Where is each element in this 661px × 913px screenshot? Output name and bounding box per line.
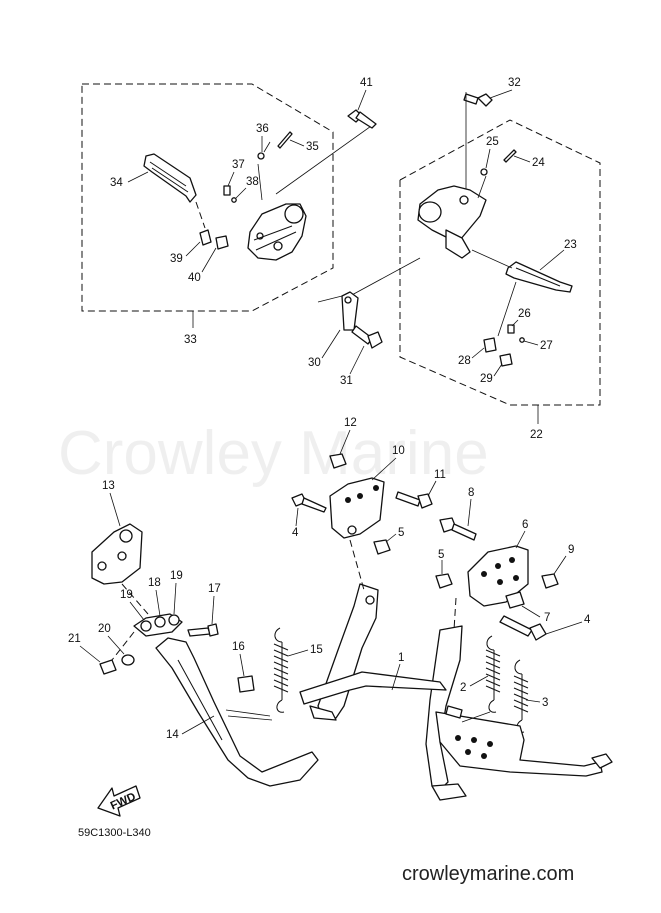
callout-13: 13 — [102, 480, 115, 492]
watermark: Crowley Marine — [58, 419, 489, 488]
callout-38: 38 — [246, 176, 259, 188]
callout-24: 24 — [532, 157, 545, 169]
callout-26: 26 — [518, 308, 531, 320]
side-stand-assembly — [91, 523, 319, 787]
callout-40: 40 — [188, 272, 201, 284]
callout-23: 23 — [564, 239, 577, 251]
callout-35: 35 — [306, 141, 319, 153]
callout-17: 17 — [208, 583, 221, 595]
callout-11: 11 — [434, 469, 446, 481]
callout-32: 32 — [508, 77, 521, 89]
site-url: crowleymarine.com — [402, 863, 574, 885]
callout-37: 37 — [232, 159, 245, 171]
callout-9: 9 — [568, 544, 574, 556]
group-box-33 — [81, 83, 334, 312]
diagram-code: 59C1300-L340 — [78, 827, 151, 839]
callout-39: 39 — [170, 253, 183, 265]
callout-16: 16 — [232, 641, 245, 653]
callout-5-left: 5 — [398, 527, 404, 539]
center-stand-assembly — [291, 453, 613, 801]
callout-36: 36 — [256, 123, 269, 135]
callout-1: 1 — [398, 652, 404, 664]
right-footrest-assembly — [317, 92, 573, 367]
callout-3: 3 — [542, 697, 548, 709]
group-box-22 — [399, 119, 601, 406]
left-footrest-assembly — [143, 109, 377, 261]
callout-12: 12 — [344, 417, 357, 429]
callout-25: 25 — [486, 136, 499, 148]
callout-4-right: 4 — [584, 614, 591, 626]
callout-8: 8 — [468, 487, 474, 499]
callout-30: 30 — [308, 357, 321, 369]
callout-2: 2 — [460, 682, 466, 694]
callout-22: 22 — [530, 429, 543, 441]
callout-20: 20 — [98, 623, 111, 635]
callout-18: 18 — [148, 577, 161, 589]
fwd-arrow-icon: FWD — [97, 785, 141, 817]
callout-33: 33 — [184, 334, 197, 346]
callout-41: 41 — [360, 77, 373, 89]
callout-7: 7 — [544, 612, 550, 624]
callout-6: 6 — [522, 519, 528, 531]
callout-19-left: 19 — [120, 589, 133, 601]
callout-5-right: 5 — [438, 549, 444, 561]
callout-14: 14 — [166, 729, 179, 741]
callout-29: 29 — [480, 373, 493, 385]
callout-19-right: 19 — [170, 570, 183, 582]
callout-28: 28 — [458, 355, 471, 367]
callout-31: 31 — [340, 375, 353, 387]
callout-27: 27 — [540, 340, 553, 352]
callout-10: 10 — [392, 445, 405, 457]
callout-15: 15 — [310, 644, 323, 656]
callout-21: 21 — [68, 633, 81, 645]
callout-34: 34 — [110, 177, 123, 189]
callout-4-left: 4 — [292, 527, 299, 539]
callout-labels: 1 2 3 4 4 5 5 6 7 8 9 10 11 12 13 14 15 … — [68, 77, 591, 741]
